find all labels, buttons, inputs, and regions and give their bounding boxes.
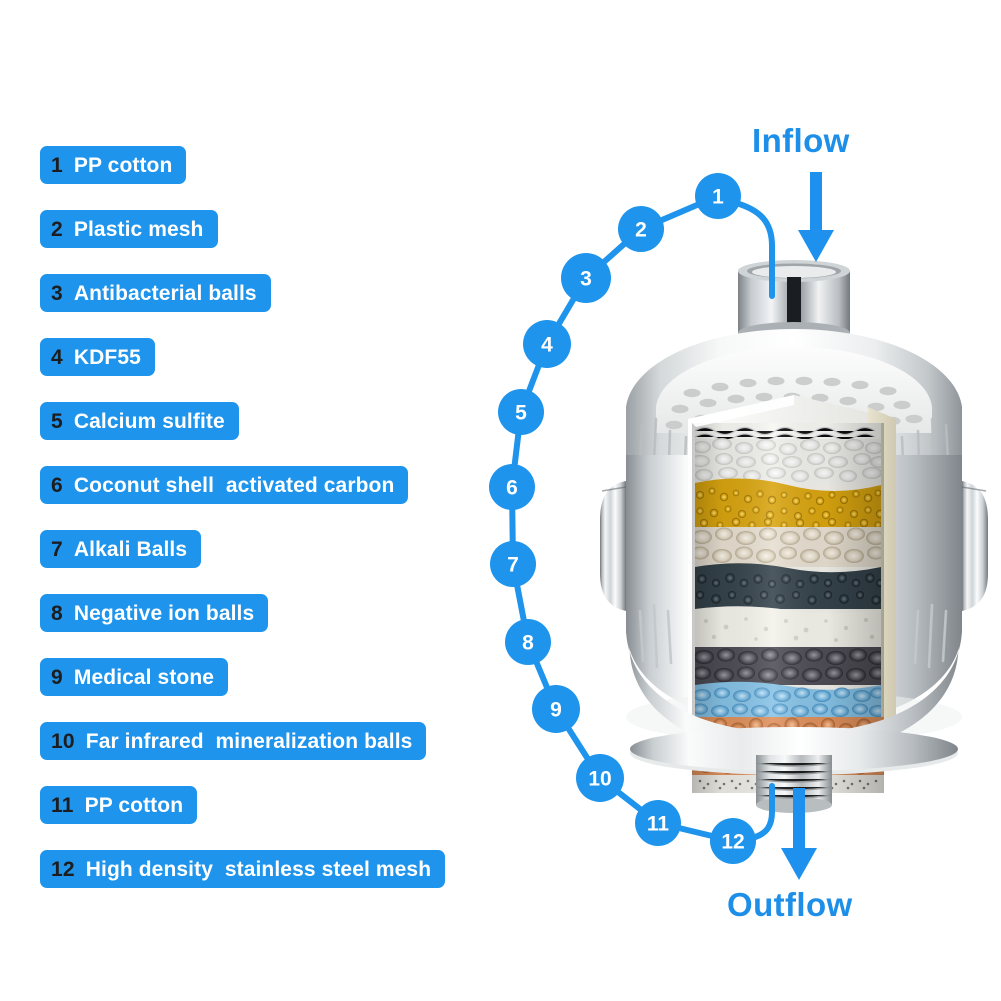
step-node-3[interactable]: 3 [561, 253, 611, 303]
step-node-5[interactable]: 5 [498, 389, 544, 435]
step-node-circle [498, 389, 544, 435]
legend-label: Coconut shell activated carbon [73, 473, 395, 497]
legend-number: 8 [51, 601, 63, 625]
legend-label: Far infrared mineralization balls [85, 729, 413, 753]
legend-item-12[interactable]: 12 High density stainless steel mesh [40, 850, 446, 888]
step-node-circle [489, 464, 535, 510]
inflow-arrow-icon [798, 172, 834, 262]
step-node-circle [618, 206, 664, 252]
step-node-label: 10 [588, 768, 611, 791]
legend-number: 7 [51, 537, 63, 561]
legend-number: 11 [51, 793, 74, 817]
step-node-circle [635, 800, 681, 846]
step-node-label: 11 [647, 813, 670, 836]
outlet-leader-line [749, 783, 775, 841]
legend-item-11[interactable]: 11 PP cotton [40, 786, 198, 824]
legend-label: Calcium sulfite [73, 409, 225, 433]
outflow-label: Outflow [727, 886, 853, 923]
step-node-label: 9 [550, 699, 562, 722]
shower-filter-illustration [596, 255, 992, 815]
legend-row: 1 PP cotton [40, 146, 560, 184]
step-node-label: 4 [541, 334, 553, 357]
step-node-11[interactable]: 11 [635, 800, 681, 846]
step-node-label: 2 [635, 219, 647, 242]
step-node-circle [561, 253, 611, 303]
legend-number: 12 [51, 857, 75, 881]
legend-item-3[interactable]: 3 Antibacterial balls [40, 274, 271, 312]
legend-item-2[interactable]: 2 Plastic mesh [40, 210, 218, 248]
step-node-label: 6 [506, 477, 518, 500]
legend-label: KDF55 [73, 345, 141, 369]
step-node-circle [523, 320, 571, 368]
legend-row: 3 Antibacterial balls [40, 274, 560, 312]
legend-number: 5 [51, 409, 63, 433]
inlet-leader-line [733, 200, 775, 299]
legend-label: Antibacterial balls [73, 281, 257, 305]
legend-number: 3 [51, 281, 63, 305]
legend-row: 12 High density stainless steel mesh [40, 850, 560, 888]
step-node-circle [532, 685, 580, 733]
step-node-label: 7 [507, 554, 519, 577]
housing-flutes-lower [638, 603, 948, 669]
step-node-label: 5 [515, 402, 527, 425]
legend-item-10[interactable]: 10 Far infrared mineralization balls [40, 722, 427, 760]
legend-item-8[interactable]: 8 Negative ion balls [40, 594, 269, 632]
legend-item-6[interactable]: 6 Coconut shell activated carbon [40, 466, 409, 504]
legend-number: 9 [51, 665, 63, 689]
legend-row: 5 Calcium sulfite [40, 402, 560, 440]
step-node-label: 8 [522, 632, 534, 655]
legend-row: 11 PP cotton [40, 786, 560, 824]
legend-row: 9 Medical stone [40, 658, 560, 696]
step-node-9[interactable]: 9 [532, 685, 580, 733]
legend-label: Medical stone [73, 665, 215, 689]
legend-row: 7 Alkali Balls [40, 530, 560, 568]
step-node-2[interactable]: 2 [618, 206, 664, 252]
legend-number: 2 [51, 217, 63, 241]
legend-label: PP cotton [73, 153, 173, 177]
outflow-arrow-icon [781, 788, 817, 880]
step-node-label: 3 [580, 268, 592, 291]
legend-item-5[interactable]: 5 Calcium sulfite [40, 402, 239, 440]
legend-label: High density stainless steel mesh [85, 857, 432, 881]
step-node-4[interactable]: 4 [523, 320, 571, 368]
step-node-10[interactable]: 10 [576, 754, 624, 802]
legend-label: PP cotton [84, 793, 184, 817]
step-node-circle [710, 818, 756, 864]
step-node-circle [576, 754, 624, 802]
legend-row: 4 KDF55 [40, 338, 560, 376]
legend-label: Negative ion balls [73, 601, 255, 625]
legend-item-7[interactable]: 7 Alkali Balls [40, 530, 202, 568]
legend-row: 2 Plastic mesh [40, 210, 560, 248]
step-node-label: 1 [712, 186, 724, 209]
step-node-6[interactable]: 6 [489, 464, 535, 510]
legend-item-1[interactable]: 1 PP cotton [40, 146, 187, 184]
legend-label: Alkali Balls [73, 537, 188, 561]
step-node-circle [695, 173, 741, 219]
legend-row: 6 Coconut shell activated carbon [40, 466, 560, 504]
legend-row: 8 Negative ion balls [40, 594, 560, 632]
legend-list: 1 PP cotton 2 Plastic mesh 3 Antibacterial ba… [40, 146, 560, 914]
inflow-label: Inflow [752, 122, 850, 159]
legend-number: 6 [51, 473, 63, 497]
legend-number: 1 [51, 153, 63, 177]
step-node-12[interactable]: 12 [710, 818, 756, 864]
step-node-7[interactable]: 7 [490, 541, 536, 587]
step-node-circle [505, 619, 551, 665]
step-node-circle [490, 541, 536, 587]
legend-number: 4 [51, 345, 63, 369]
legend-label: Plastic mesh [73, 217, 204, 241]
legend-row: 10 Far infrared mineralization balls [40, 722, 560, 760]
step-node-1[interactable]: 1 [695, 173, 741, 219]
legend-item-9[interactable]: 9 Medical stone [40, 658, 229, 696]
filter-lower-housing [626, 627, 962, 775]
step-node-label: 12 [721, 831, 744, 854]
step-node-8[interactable]: 8 [505, 619, 551, 665]
legend-number: 10 [51, 729, 75, 753]
legend-item-4[interactable]: 4 KDF55 [40, 338, 155, 376]
